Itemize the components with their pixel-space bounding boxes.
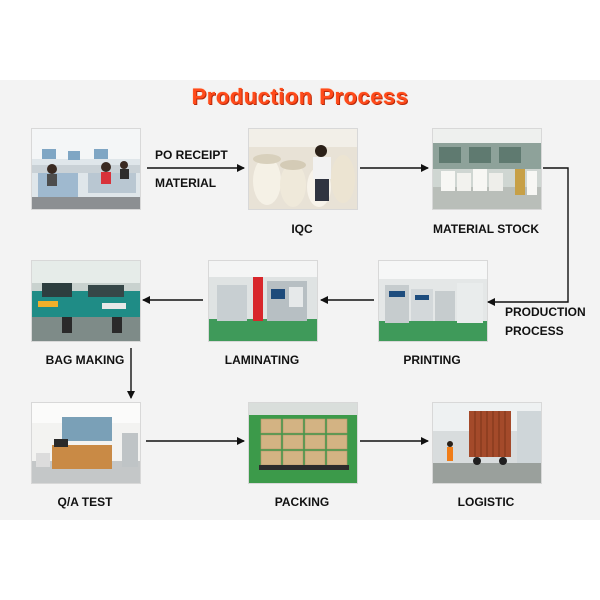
production-label: PRODUCTION (505, 305, 586, 319)
material-stock-photo (432, 128, 542, 210)
laminating-label: LAMINATING (224, 353, 300, 367)
printing-photo (378, 260, 488, 342)
printing-label: PRINTING (403, 353, 461, 367)
process-label: PROCESS (505, 324, 564, 338)
qa-test-photo (31, 402, 141, 484)
po-receipt-label: PO RECEIPT (155, 148, 228, 162)
packing-photo (248, 402, 358, 484)
qa-test-label: Q/A TEST (57, 495, 113, 509)
logistic-photo (432, 402, 542, 484)
material-stock-label: MATERIAL STOCK (432, 222, 539, 236)
iqc-label: IQC (291, 222, 313, 236)
arrow-stock-to-printing (487, 167, 569, 306)
page-title: Production Process (191, 84, 409, 109)
laminating-photo (208, 260, 318, 342)
logistic-label: LOGISTIC (457, 495, 515, 509)
material-label: MATERIAL (155, 176, 217, 190)
bag-making-label: BAG MAKING (45, 353, 125, 367)
office-photo (31, 128, 141, 210)
packing-label: PACKING (274, 495, 330, 509)
bag-making-photo (31, 260, 141, 342)
iqc-photo (248, 128, 358, 210)
